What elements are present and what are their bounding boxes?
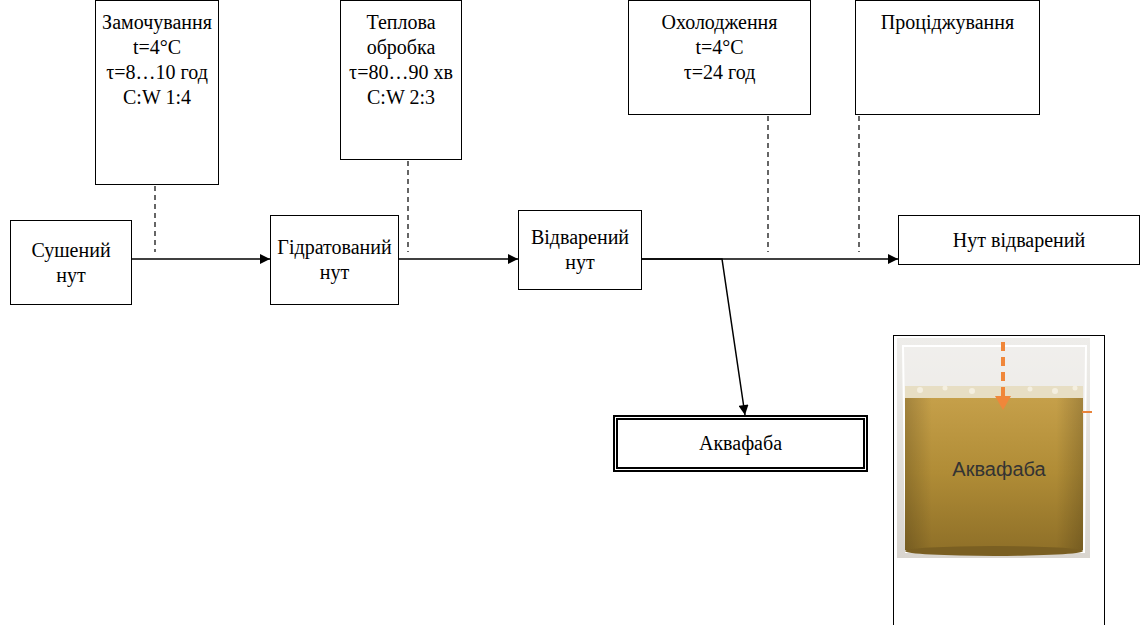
parameter-text: C:W 2:3 — [367, 85, 435, 110]
process-box: Замочуванняt=4°Cτ=8…10 годC:W 1:4 — [95, 0, 219, 185]
box-label: Охолодження — [661, 10, 777, 35]
leader-line — [767, 116, 768, 252]
product-box: Аквафаба — [613, 415, 868, 472]
box-label: Відварений нут — [524, 225, 636, 275]
leader-line — [858, 116, 859, 252]
parameter-text: t=4°C — [695, 35, 743, 60]
photo-frame: Аквафаба — [893, 335, 1105, 625]
beaker-glass — [903, 346, 1086, 552]
box-label: Аквафаба — [699, 431, 782, 456]
leader-lines — [155, 116, 859, 252]
foam-bubbles — [917, 386, 1078, 395]
process-box: Охолодженняt=4°Cτ=24 год — [628, 0, 811, 115]
parameter-text: C:W 1:4 — [123, 85, 191, 110]
box-label: Аквафаба — [952, 457, 1045, 482]
flow-arrow — [132, 258, 270, 260]
box-label: Теплова обробка — [346, 10, 456, 60]
graduation-mark — [1082, 411, 1092, 413]
process-box: Нут відварений — [898, 215, 1140, 265]
pointer-arrow-head — [995, 396, 1011, 410]
process-box: Проціджування — [855, 0, 1040, 115]
beaker-liquid — [905, 396, 1083, 550]
parameter-text: τ=8…10 год — [106, 60, 208, 85]
beaker-shading — [905, 396, 1083, 550]
process-box: Сушений нут — [10, 220, 132, 305]
box-label: Замочування — [102, 10, 212, 35]
leader-line — [407, 161, 408, 252]
parameter-text: t=4°C — [133, 35, 181, 60]
process-box: Гідратований нут — [270, 215, 399, 305]
process-box: Відварений нут — [518, 210, 642, 290]
box-label: Сушений нут — [16, 238, 126, 288]
process-box: Теплова обробкаτ=80…90 хвC:W 2:3 — [340, 0, 462, 160]
parameter-text: τ=24 год — [684, 60, 756, 85]
photo-background — [897, 338, 1090, 558]
box-label: Гідратований нут — [276, 235, 393, 285]
pointer-arrow-line — [1001, 342, 1005, 396]
flow-arrow — [399, 258, 518, 260]
flow-arrow — [642, 259, 745, 415]
foam-layer — [905, 386, 1083, 398]
parameter-text: τ=80…90 хв — [349, 60, 453, 85]
box-label: Проціджування — [881, 10, 1014, 35]
beaker-base — [905, 546, 1083, 556]
leader-line — [154, 186, 155, 252]
box-label: Нут відварений — [953, 228, 1085, 253]
